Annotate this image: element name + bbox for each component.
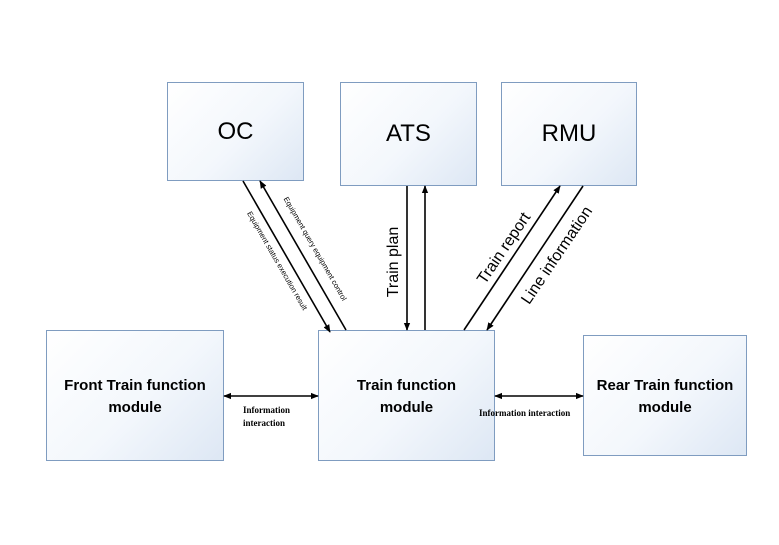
train-function-label: Train function module	[356, 377, 457, 416]
rear-train-label: Rear Train function module	[596, 377, 734, 416]
train-function-box: Train function module	[318, 330, 495, 461]
info-left-line1: Information	[243, 405, 290, 415]
control-arrow	[259, 180, 347, 331]
ats-label: ATS	[386, 120, 431, 147]
info-left-line2: interaction	[243, 418, 285, 428]
line-information-arrow	[486, 185, 584, 331]
train-report-label: Train report	[474, 209, 534, 287]
front-train-box: Front Train function module	[46, 330, 224, 461]
status-arrow	[242, 180, 331, 333]
rear-train-box: Rear Train function module	[583, 335, 747, 456]
rmu-box: RMU	[501, 82, 637, 186]
info-right-label: Information interaction	[479, 408, 570, 418]
oc-label: OC	[217, 117, 254, 145]
front-train-label: Front Train function module	[64, 377, 206, 416]
ats-box: ATS	[340, 82, 477, 186]
oc-box: OC	[167, 82, 304, 181]
train-report-arrow	[463, 185, 561, 331]
train-plan-label: Train plan	[385, 227, 402, 298]
rmu-label: RMU	[541, 120, 597, 147]
